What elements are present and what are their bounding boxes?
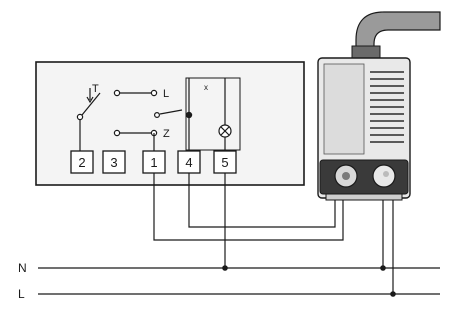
relay-label-x: x <box>204 83 208 92</box>
switch-label-t: T <box>92 83 99 95</box>
terminal-4-label: 4 <box>185 155 192 170</box>
terminal-3-label: 3 <box>110 155 117 170</box>
terminal-5-label: 5 <box>221 155 228 170</box>
lamp-cross-b <box>220 126 230 136</box>
relay-blade <box>159 109 183 115</box>
contact-l-right <box>150 89 158 97</box>
wire-terminal-1 <box>153 173 344 241</box>
switch-pointer-head <box>86 96 94 104</box>
junction-n-device <box>380 265 386 271</box>
pipe-collar <box>351 45 381 59</box>
heater-device <box>317 11 441 201</box>
heater-panel <box>323 63 365 155</box>
terminal-2-label: 2 <box>78 155 85 170</box>
terminal-3 <box>102 150 126 174</box>
wire-terminal-4 <box>188 173 336 228</box>
junction-n-terminal-5 <box>222 265 228 271</box>
switch-label-l: L <box>163 88 169 100</box>
control-knob-left-center <box>342 172 350 180</box>
switch-blade <box>81 92 101 116</box>
relay-section <box>153 78 232 151</box>
relay-contact-open <box>154 111 161 118</box>
switch-label-z: Z <box>163 128 170 140</box>
contact-z-left <box>113 129 121 137</box>
contact-l-left <box>113 89 121 97</box>
heater-grille <box>370 71 404 143</box>
wiring <box>153 173 394 294</box>
thermostat-switch <box>76 88 158 151</box>
control-knob-right-center <box>383 171 389 177</box>
power-rails <box>38 267 440 295</box>
heater-base <box>325 193 403 201</box>
terminal-block: 2 3 1 4 5 <box>70 150 237 174</box>
junction-l-device <box>390 291 396 297</box>
flue-pipe <box>355 11 441 56</box>
switch-pivot <box>76 113 84 121</box>
rail-l-label: L <box>18 287 25 301</box>
terminal-1-label: 1 <box>150 155 157 170</box>
rail-n-label: N <box>18 261 27 275</box>
terminal-2 <box>70 150 94 174</box>
